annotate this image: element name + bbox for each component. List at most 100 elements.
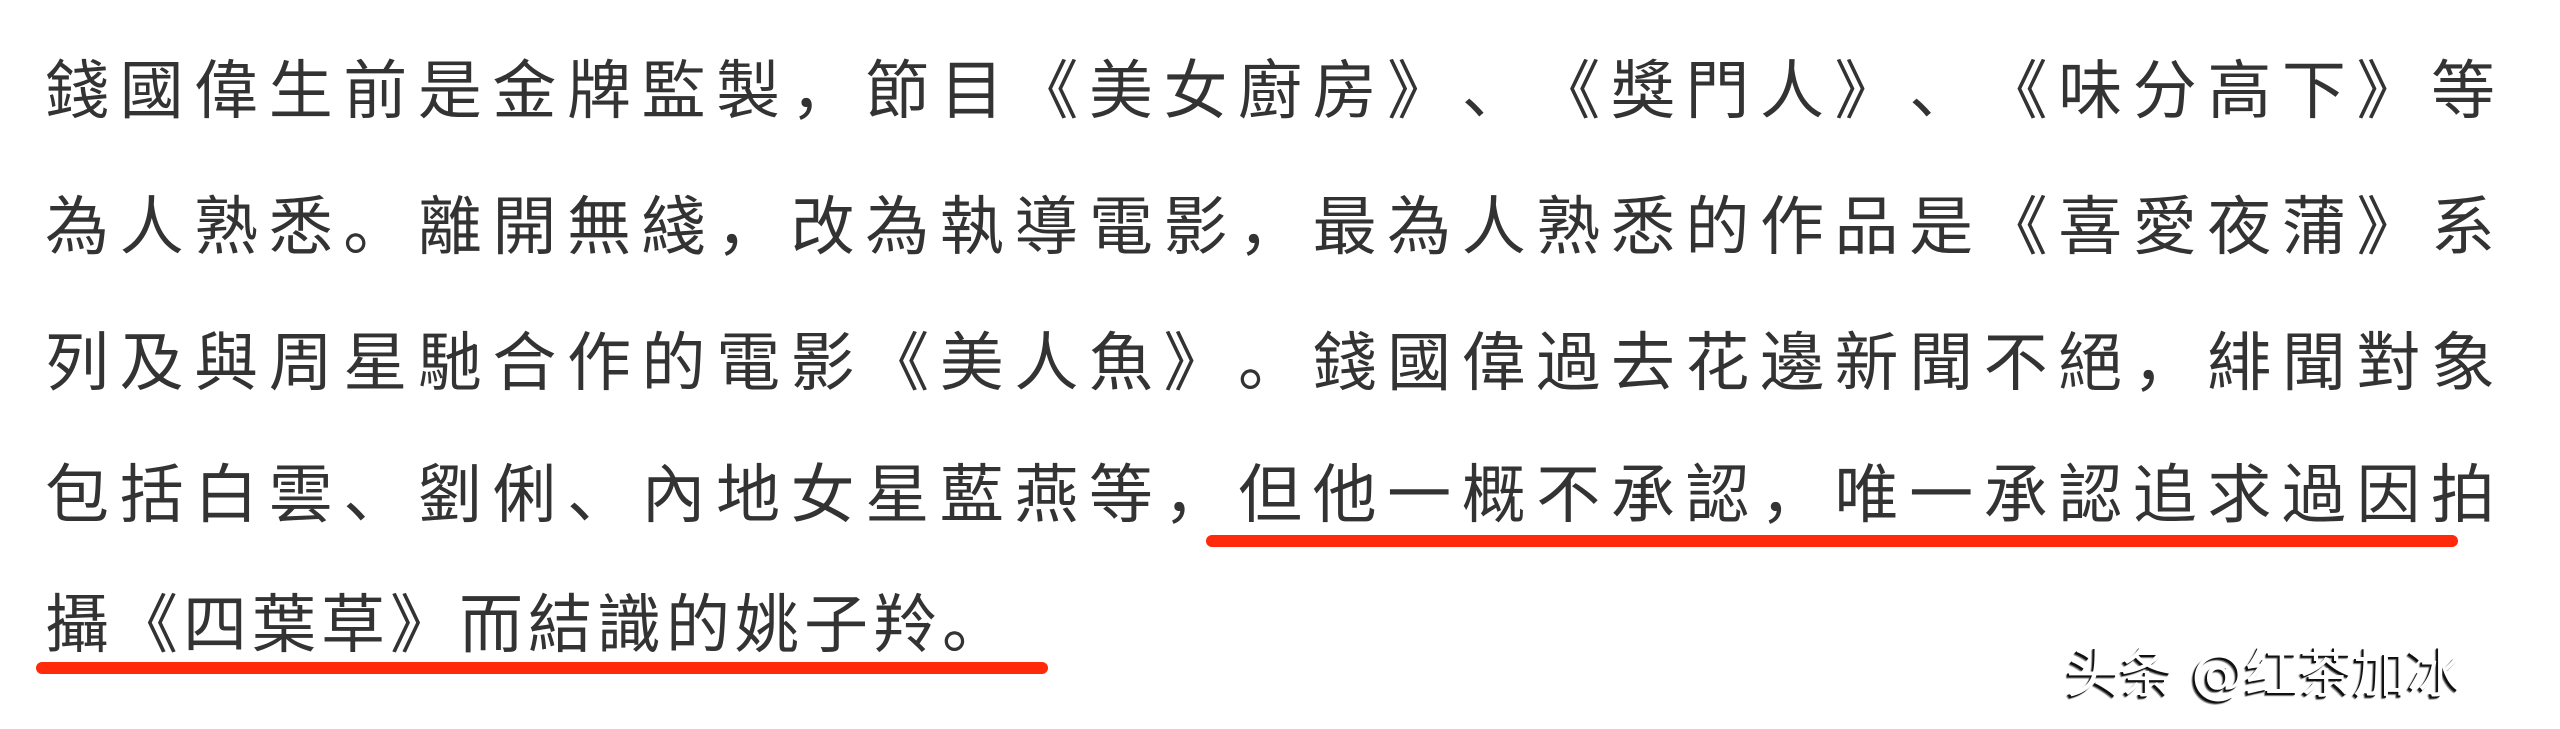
text-glyph: 離 bbox=[417, 191, 482, 265]
text-glyph: 雲 bbox=[268, 459, 333, 533]
text-glyph: 蒲 bbox=[2281, 191, 2346, 265]
text-glyph: 目 bbox=[939, 55, 1004, 129]
text-glyph: 女 bbox=[790, 459, 855, 533]
text-glyph: 絕 bbox=[2058, 327, 2123, 401]
text-glyph: 改 bbox=[790, 191, 855, 265]
text-glyph: 電 bbox=[1088, 191, 1153, 265]
text-glyph: ， bbox=[790, 55, 855, 129]
text-glyph: 開 bbox=[492, 191, 557, 265]
text-glyph: 》 bbox=[1163, 327, 1228, 401]
text-glyph: 下 bbox=[2281, 55, 2346, 129]
text-glyph: 愛 bbox=[2132, 191, 2197, 265]
text-glyph: 花 bbox=[1685, 327, 1750, 401]
text-glyph: 地 bbox=[716, 459, 781, 533]
text-glyph: 追 bbox=[2132, 459, 2197, 533]
text-glyph: 節 bbox=[865, 55, 930, 129]
text-glyph: 不 bbox=[1983, 327, 2048, 401]
text-glyph: 包 bbox=[45, 459, 109, 533]
text-glyph: 美 bbox=[939, 327, 1004, 401]
text-glyph: 拍 bbox=[2431, 459, 2495, 533]
text-glyph: ， bbox=[2132, 327, 2197, 401]
text-glyph: 執 bbox=[939, 191, 1004, 265]
text-glyph: 過 bbox=[2281, 459, 2346, 533]
text-glyph: 燕 bbox=[1014, 459, 1079, 533]
text-glyph: ， bbox=[1238, 191, 1302, 265]
text-glyph: 的 bbox=[1685, 191, 1750, 265]
text-glyph: 錢 bbox=[45, 55, 109, 129]
text-glyph: 國 bbox=[1387, 327, 1452, 401]
text-glyph: ， bbox=[1759, 459, 1824, 533]
text-glyph: 一 bbox=[1387, 459, 1452, 533]
text-glyph: 製 bbox=[716, 55, 781, 129]
paragraph-line-3: 列及與周星馳合作的電影《美人魚》。錢國偉過去花邊新聞不絕，緋聞對象 bbox=[45, 324, 2495, 404]
text-glyph: 前 bbox=[343, 55, 408, 129]
text-glyph: 味 bbox=[2058, 55, 2123, 129]
text-glyph: 門 bbox=[1685, 55, 1750, 129]
text-glyph: 綫 bbox=[641, 191, 706, 265]
text-glyph: 、 bbox=[1909, 55, 1974, 129]
text-glyph: 是 bbox=[417, 55, 482, 129]
text-glyph: 監 bbox=[641, 55, 706, 129]
text-glyph: 分 bbox=[2132, 55, 2197, 129]
text-glyph: 劉 bbox=[417, 459, 482, 533]
text-glyph: 求 bbox=[2207, 459, 2272, 533]
text-glyph: 電 bbox=[716, 327, 781, 401]
text-glyph: 新 bbox=[1834, 327, 1899, 401]
text-glyph: 熟 bbox=[1536, 191, 1601, 265]
text-glyph: 星 bbox=[343, 327, 408, 401]
text-glyph: 。 bbox=[343, 191, 408, 265]
paragraph-line-4: 包括白雲、劉俐、內地女星藍燕等，但他一概不承認，唯一承認追求過因拍 bbox=[45, 456, 2495, 536]
text-glyph: 過 bbox=[1536, 327, 1601, 401]
text-glyph: 《 bbox=[1014, 55, 1079, 129]
text-glyph: 偉 bbox=[1461, 327, 1526, 401]
text-glyph: ， bbox=[1163, 459, 1228, 533]
text-glyph: 人 bbox=[1461, 191, 1526, 265]
text-glyph: 白 bbox=[194, 459, 259, 533]
text-glyph: 藍 bbox=[939, 459, 1004, 533]
text-glyph: 去 bbox=[1610, 327, 1675, 401]
text-glyph: 品 bbox=[1834, 191, 1899, 265]
text-glyph: 因 bbox=[2356, 459, 2421, 533]
text-glyph: 影 bbox=[790, 327, 855, 401]
text-glyph: 聞 bbox=[2281, 327, 2346, 401]
text-glyph: 對 bbox=[2356, 327, 2421, 401]
text-glyph: 列 bbox=[45, 327, 109, 401]
text-glyph: 邊 bbox=[1759, 327, 1824, 401]
text-glyph: 》 bbox=[2356, 55, 2421, 129]
text-glyph: 》 bbox=[1387, 55, 1452, 129]
paragraph-line-2: 為人熟悉。離開無綫，改為執導電影，最為人熟悉的作品是《喜愛夜蒲》系 bbox=[45, 188, 2495, 268]
text-glyph: 的 bbox=[641, 327, 706, 401]
text-glyph: 等 bbox=[1088, 459, 1153, 533]
text-glyph: 》 bbox=[1834, 55, 1899, 129]
paragraph-line-1: 錢國偉生前是金牌監製，節目《美女廚房》、《獎門人》、《味分高下》等 bbox=[45, 52, 2495, 132]
text-glyph: 《 bbox=[1983, 191, 2048, 265]
text-glyph: 周 bbox=[268, 327, 333, 401]
text-glyph: 人 bbox=[1759, 55, 1824, 129]
text-glyph: 人 bbox=[1014, 327, 1079, 401]
text-glyph: 影 bbox=[1163, 191, 1228, 265]
text-glyph: 廚 bbox=[1238, 55, 1302, 129]
text-glyph: 《 bbox=[865, 327, 930, 401]
text-glyph: 星 bbox=[865, 459, 930, 533]
text-glyph: 國 bbox=[119, 55, 184, 129]
text-glyph: 作 bbox=[1759, 191, 1824, 265]
text-glyph: 為 bbox=[1387, 191, 1452, 265]
text-glyph: 馳 bbox=[417, 327, 482, 401]
text-glyph: 無 bbox=[566, 191, 631, 265]
text-glyph: 熟 bbox=[194, 191, 259, 265]
text-glyph: 女 bbox=[1163, 55, 1228, 129]
text-glyph: 美 bbox=[1088, 55, 1153, 129]
text-glyph: 牌 bbox=[566, 55, 631, 129]
text-glyph: 等 bbox=[2431, 55, 2495, 129]
text-glyph: 高 bbox=[2207, 55, 2272, 129]
text-glyph: 俐 bbox=[492, 459, 557, 533]
text-glyph: 《 bbox=[1536, 55, 1601, 129]
text-glyph: 作 bbox=[566, 327, 631, 401]
text-glyph: 及 bbox=[119, 327, 184, 401]
text-glyph: 、 bbox=[1461, 55, 1526, 129]
text-glyph: 是 bbox=[1909, 191, 1974, 265]
text-glyph: 合 bbox=[492, 327, 557, 401]
text-glyph: 他 bbox=[1312, 459, 1377, 533]
text-glyph: 為 bbox=[45, 191, 109, 265]
text-glyph: 系 bbox=[2431, 191, 2495, 265]
